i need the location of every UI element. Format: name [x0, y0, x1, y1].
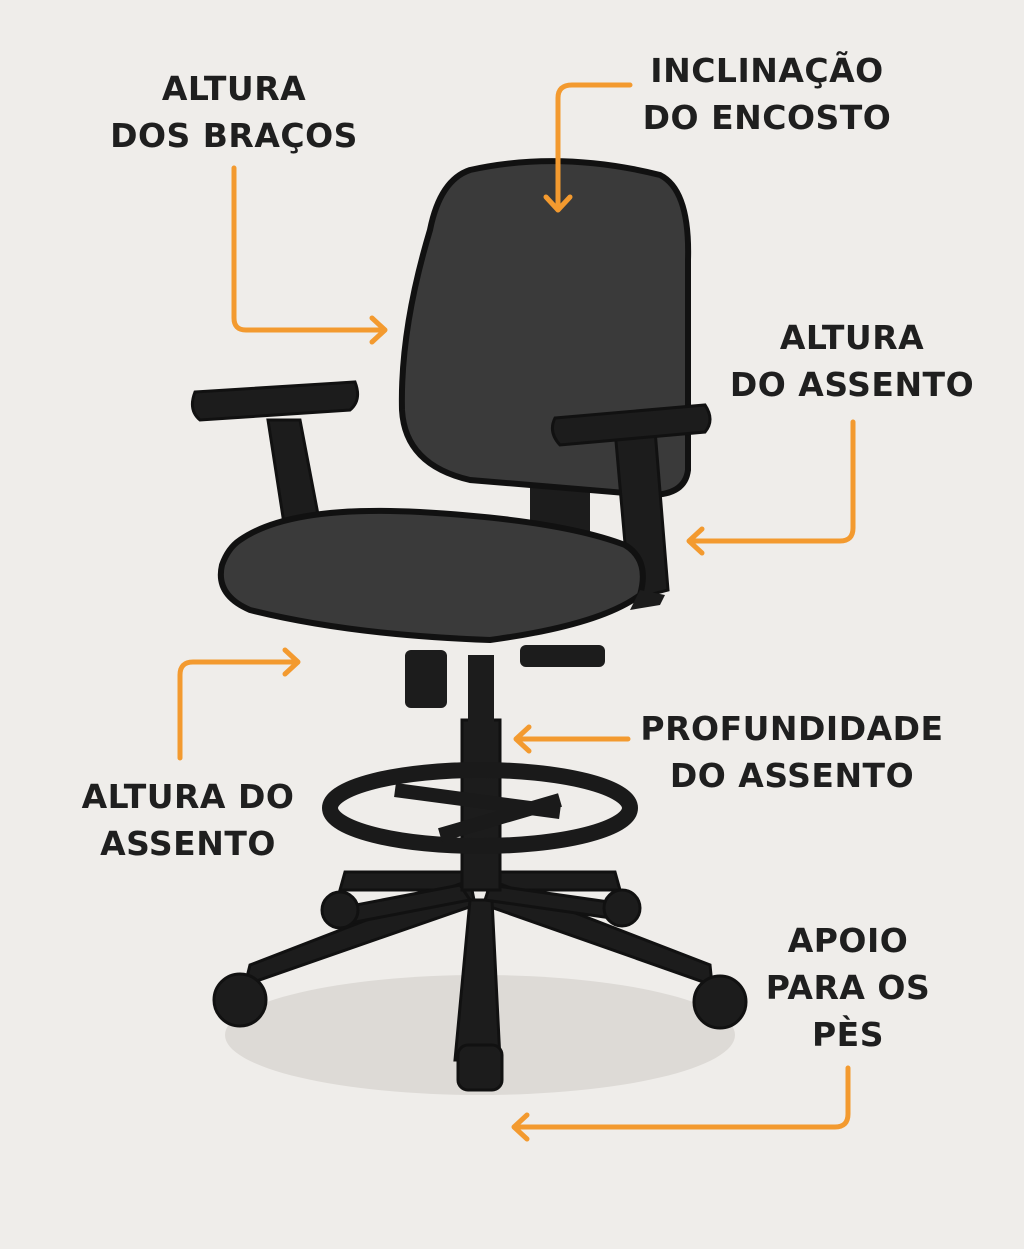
seat — [217, 507, 646, 644]
label-line: ALTURA — [779, 318, 925, 357]
arrow-seat-height-left — [177, 647, 301, 761]
label-line: PÈS — [812, 1015, 884, 1054]
label-line: ALTURA DO — [81, 777, 295, 816]
label-footrest: APOIO PARA OS PÈS — [766, 917, 930, 1058]
label-seat-height-left: ALTURA DO ASSENTO — [82, 773, 295, 867]
arrow-footrest — [511, 1065, 851, 1142]
label-line: APOIO — [787, 921, 909, 960]
label-seat-height-right: ALTURA DO ASSENTO — [730, 314, 974, 408]
foot-ring — [322, 762, 638, 854]
label-seat-depth: PROFUNDIDADE DO ASSENTO — [640, 705, 943, 799]
label-back-tilt: INCLINAÇÃO DO ENCOSTO — [643, 47, 892, 141]
label-arm-height: ALTURA DOS BRAÇOS — [110, 65, 358, 159]
chair-base — [212, 870, 748, 1092]
arrow-arm-height — [231, 165, 388, 345]
label-line: INCLINAÇÃO — [650, 51, 884, 90]
label-line: PARA OS — [765, 968, 931, 1007]
label-line: ASSENTO — [100, 824, 276, 863]
label-line: DOS BRAÇOS — [110, 116, 358, 155]
label-line: ALTURA — [161, 69, 307, 108]
arrow-seat-depth — [513, 724, 631, 754]
arrow-seat-height-right — [686, 419, 856, 556]
arrow-back-tilt — [543, 82, 633, 213]
label-line: DO ENCOSTO — [642, 98, 892, 137]
label-line: PROFUNDIDADE — [640, 709, 944, 748]
label-line: DO ASSENTO — [729, 365, 975, 404]
label-line: DO ASSENTO — [669, 756, 915, 795]
arrows — [177, 82, 856, 1142]
